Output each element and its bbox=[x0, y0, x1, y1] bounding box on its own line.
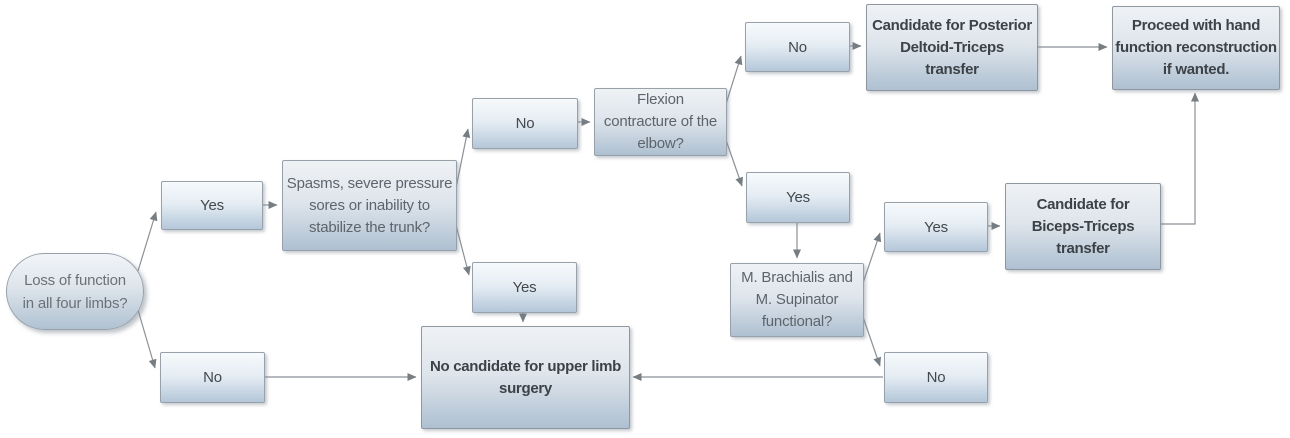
edge-start-yes bbox=[137, 211, 158, 272]
edge-spasms-no bbox=[455, 128, 471, 189]
answer-yes-contracture: Yes bbox=[746, 172, 850, 223]
outcome-posterior-deltoid-triceps: Candidate for Posterior Deltoid-Triceps … bbox=[866, 4, 1038, 91]
edge-brachialis-no bbox=[862, 316, 881, 367]
edge-biceps-proceed bbox=[1160, 92, 1199, 225]
answer-yes-spasms: Yes bbox=[472, 262, 577, 313]
answer-no-spasms: No bbox=[472, 98, 578, 149]
edge-flexion-yes bbox=[725, 139, 743, 187]
answer-yes-limbs: Yes bbox=[161, 181, 263, 230]
outcome-biceps-triceps: Candidate for Biceps-Triceps transfer bbox=[1005, 183, 1161, 270]
answer-yes-functional: Yes bbox=[884, 202, 988, 252]
question-brachialis-supinator: M. Brachialis and M. Supinator functiona… bbox=[730, 263, 864, 337]
answer-no-contracture: No bbox=[745, 22, 850, 72]
outcome-no-candidate: No candidate for upper limb surgery bbox=[421, 326, 630, 429]
outcome-proceed-hand-reconstruction: Proceed with hand function reconstructio… bbox=[1112, 6, 1280, 90]
question-spasms: Spasms, severe pressure sores or inabili… bbox=[282, 160, 457, 251]
edge-flexion-no bbox=[725, 55, 743, 105]
edge-spasms-yes bbox=[455, 224, 471, 276]
edge-brachialis-yes bbox=[862, 232, 882, 284]
answer-no-limbs: No bbox=[160, 352, 265, 403]
start-node: Loss of function in all four limbs? bbox=[6, 253, 144, 330]
edge-start-no bbox=[137, 309, 157, 369]
answer-no-functional: No bbox=[884, 352, 988, 403]
question-flexion-contracture: Flexion contracture of the elbow? bbox=[594, 88, 727, 156]
